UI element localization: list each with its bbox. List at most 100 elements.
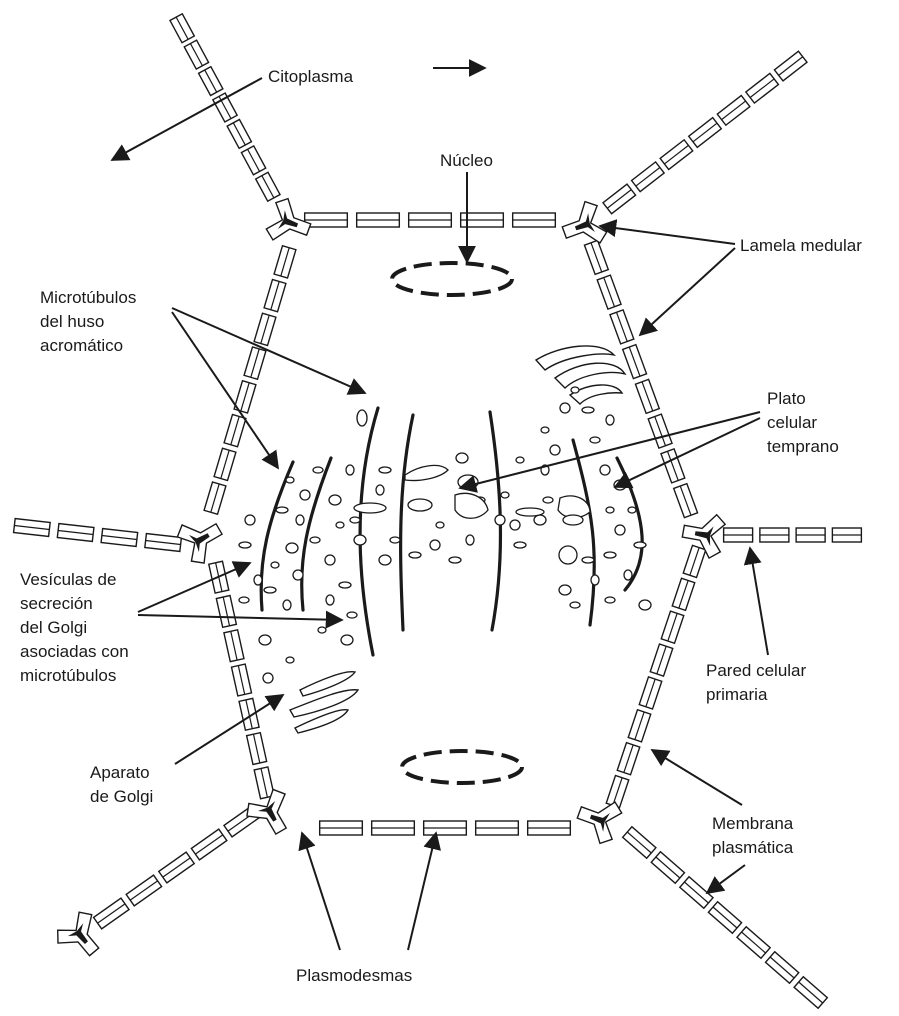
wall-segment [724,528,753,542]
label-plato-2: celular [767,413,817,432]
vesicle [259,635,271,645]
label-microtubulos-2: del huso [40,312,104,331]
vesicle [283,600,291,610]
wall-junction [242,785,300,842]
wall-segment [57,524,94,542]
label-golgi-1: Aparato [90,763,150,782]
wall-segment [623,345,647,379]
nucleus-bottom [402,751,522,783]
vesicle [634,542,646,548]
vesicle [590,437,600,443]
wall-junctions [52,195,727,966]
vesicle [347,612,357,618]
wall-segment [214,448,236,480]
wall-segment [648,414,672,448]
wall-segment [674,484,698,518]
vesicle [379,467,391,473]
label-pared-1: Pared celular [706,661,807,680]
wall-segment [651,852,684,884]
vesicle [582,557,594,563]
wall-segment [774,51,807,81]
wall-segment [204,482,226,514]
wall-segment [126,875,161,906]
vesicle [254,575,262,585]
vesicle [239,597,249,603]
label-membrana-2: plasmática [712,838,794,857]
vesicle [571,387,579,393]
label-plasmodesmas: Plasmodesmas [296,966,412,985]
wall-segment [170,14,194,43]
wall-segment [357,213,400,227]
wall-segment [199,67,223,96]
vesicle [543,497,553,503]
wall-segment [635,379,659,413]
wall-segment [224,630,244,662]
microtubule [360,408,378,655]
wall-segment [672,578,695,610]
label-golgi-2: de Golgi [90,787,153,806]
vesicle [606,507,614,513]
wall-segment [584,240,608,274]
vesicle [350,517,360,523]
vesicle [390,537,400,543]
wall-segment [216,596,236,628]
wall-segment [424,821,467,835]
vesicle [239,542,251,548]
vesicle [313,467,323,473]
wall-junction [264,195,317,250]
label-citoplasma: Citoplasma [268,67,354,86]
vesicle [325,555,335,565]
wall-segment [639,677,662,709]
vesicle [436,522,444,528]
wall-segment [623,827,656,859]
wall-segment [708,902,741,934]
wall-junction [173,510,230,568]
wall-segment [632,162,665,192]
wall-segment [145,534,182,552]
wall-segment [766,952,799,984]
vesicle [501,492,509,498]
wall-segment [241,146,265,175]
wall-segment [231,664,251,696]
wall-segment [746,73,779,103]
golgi-vesicles [239,387,651,683]
vesicle [430,540,440,550]
wall-segment [606,776,629,808]
wall-segment [476,821,519,835]
vesicle [541,427,549,433]
label-microtubulos-1: Microtúbulos [40,288,136,307]
vesicle [628,507,636,513]
wall-segment [264,279,286,311]
vesicle [591,575,599,585]
vesicle [605,597,615,603]
wall-segment [159,852,194,883]
wall-segment [227,119,251,148]
vesicle [606,415,614,425]
wall-segment [94,898,129,929]
vesicle [615,525,625,535]
wall-segment [101,529,138,547]
vesicle [318,627,326,633]
vesicle [456,453,468,463]
vesicle [550,445,560,455]
vesicle [263,673,273,683]
wall-segment [796,528,825,542]
vesicle [534,515,546,525]
wall-segment [717,96,750,126]
wall-segment [528,821,571,835]
vesicle [510,520,520,530]
vesicle [300,490,310,500]
label-vesiculas-5: microtúbulos [20,666,116,685]
wall-segment [628,710,651,742]
wall-segment [409,213,452,227]
label-plato-1: Plato [767,389,806,408]
golgi-apparatus-bottom [290,672,358,733]
wall-segment [597,275,621,309]
wall-segment [244,347,266,379]
vesicle [514,542,526,548]
wall-segment [274,246,296,278]
vesicle [245,515,255,525]
cell-plate-fragments [354,465,590,564]
wall-segment [794,977,827,1009]
vesicle [639,600,651,610]
